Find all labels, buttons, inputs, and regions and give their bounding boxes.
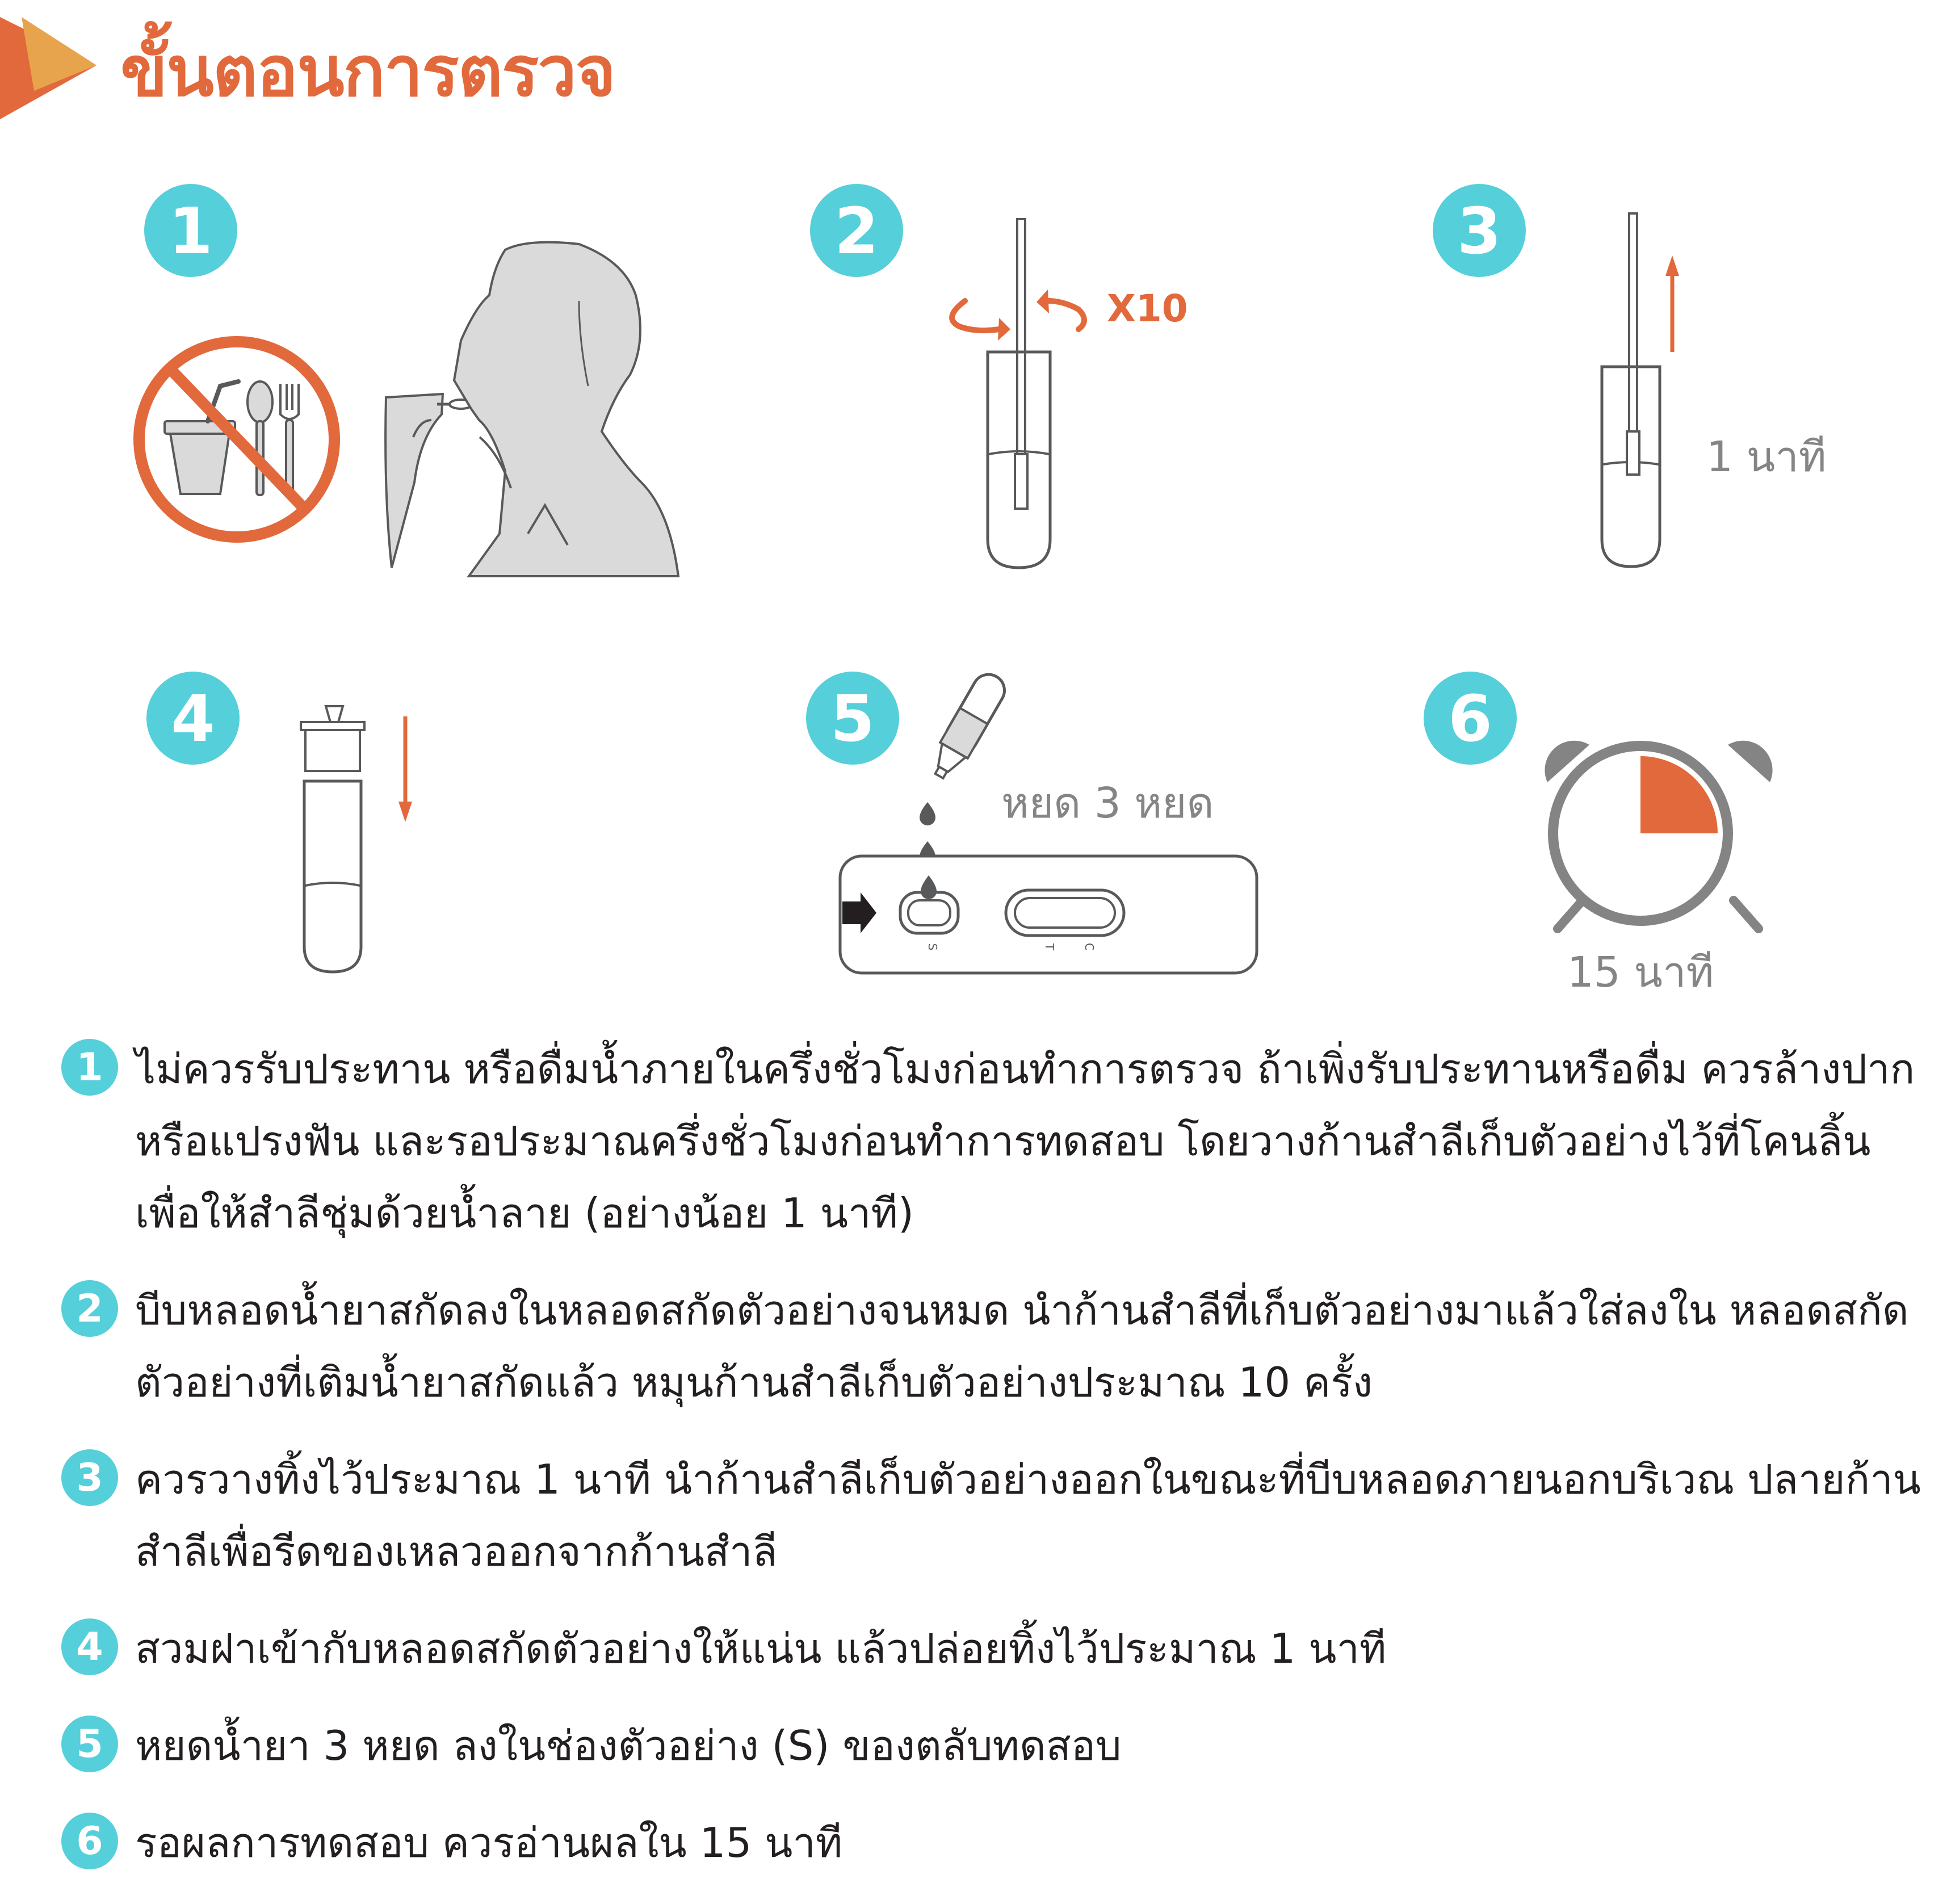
illustration-step-5: 5 หยด 3 หยด S T C — [806, 672, 1258, 975]
svg-text:5: 5 — [830, 682, 875, 756]
instruction-item-5: 5 หยดน้ำยา 3 หยด ลงในช่องตัวอย่าง (S) ขอ… — [61, 1710, 1946, 1782]
svg-text:3: 3 — [1457, 195, 1501, 269]
illustration-step-6: 6 15 นาที — [1424, 672, 1773, 997]
instruction-text: หยดน้ำยา 3 หยด ลงในช่องตัวอย่าง (S) ของต… — [135, 1722, 1122, 1769]
instruction-text: ควรวางทิ้งไว้ประมาณ 1 นาที นำก้านสำลีเก็… — [135, 1456, 1921, 1575]
instruction-number: 2 — [61, 1280, 118, 1337]
instruction-item-6: 6 รอผลการทดสอบ ควรอ่านผลใน 15 นาที — [61, 1807, 1946, 1879]
illustration-step-4: 4 — [146, 672, 412, 974]
instruction-item-3: 3 ควรวางทิ้งไว้ประมาณ 1 นาที นำก้านสำลีเ… — [61, 1444, 1946, 1588]
illustration-step-1: 1 — [133, 184, 680, 577]
instruction-number: 3 — [61, 1449, 118, 1506]
svg-text:2: 2 — [834, 195, 879, 269]
instruction-number: 1 — [61, 1039, 118, 1096]
alarm-clock-icon — [1545, 740, 1773, 933]
illustration-step-3: 3 1 นาที — [1433, 184, 1827, 568]
instruction-text: รอผลการทดสอบ ควรอ่านผลใน 15 นาที — [135, 1819, 843, 1867]
instruction-number: 4 — [61, 1618, 118, 1675]
instruction-item-1: 1 ไม่ควรรับประทาน หรือดื่มน้ำภายในครึ่งช… — [61, 1033, 1946, 1249]
collection-tube-icon — [384, 392, 476, 568]
step-badge-3: 3 — [1433, 184, 1526, 277]
step-badge-2: 2 — [810, 184, 903, 277]
svg-text:1: 1 — [169, 195, 213, 269]
instruction-number: 5 — [61, 1716, 118, 1772]
illustrations-panel: 1 — [133, 184, 1827, 997]
sample-well-label: S — [926, 943, 939, 951]
control-line-label: C — [1082, 943, 1096, 951]
step-badge-1: 1 — [144, 184, 237, 277]
rotate-arrow-icon — [949, 290, 1087, 341]
rotation-count-label: X10 — [1107, 287, 1188, 330]
tube-cap-icon — [300, 705, 366, 974]
test-cassette-icon: S T C — [838, 854, 1258, 975]
svg-text:4: 4 — [171, 682, 215, 756]
page-header: ขั้นตอนการตรวจ — [0, 0, 795, 136]
drop-count-caption: หยด 3 หยด — [1001, 779, 1214, 828]
dropper-icon — [933, 673, 1006, 780]
step-badge-5: 5 — [806, 672, 899, 765]
tube-with-swab-icon — [1600, 212, 1661, 568]
step-badge-4: 4 — [146, 672, 240, 765]
up-arrow-icon — [1665, 255, 1679, 352]
play-triangle-logo-icon — [0, 17, 96, 119]
instruction-item-4: 4 สวมฝาเข้ากับหลอดสกัดตัวอย่างให้แน่น แล… — [61, 1613, 1946, 1685]
timer-caption: 15 นาที — [1567, 948, 1714, 997]
tube-with-swab-icon — [986, 218, 1052, 569]
instruction-text: ไม่ควรรับประทาน หรือดื่มน้ำภายในครึ่งชั่… — [135, 1045, 1915, 1237]
illustration-step-2: 2 X10 — [810, 184, 1188, 569]
step-badge-6: 6 — [1424, 672, 1517, 765]
page-title: ขั้นตอนการตรวจ — [120, 31, 616, 112]
down-arrow-icon — [398, 716, 412, 822]
instruction-item-2: 2 บีบหลอดน้ำยาสกัดลงในหลอดสกัดตัวอย่างจน… — [61, 1274, 1946, 1419]
instruction-text: สวมฝาเข้ากับหลอดสกัดตัวอย่างให้แน่น แล้ว… — [135, 1625, 1387, 1672]
wait-time-caption: 1 นาที — [1706, 433, 1827, 481]
test-line-label: T — [1043, 943, 1056, 951]
instruction-text: บีบหลอดน้ำยาสกัดลงในหลอดสกัดตัวอย่างจนหม… — [135, 1286, 1909, 1406]
instruction-list: 1 ไม่ควรรับประทาน หรือดื่มน้ำภายในครึ่งช… — [61, 1033, 1946, 1904]
man-with-swab-icon — [452, 241, 680, 577]
svg-text:6: 6 — [1448, 682, 1492, 756]
no-food-icon — [133, 336, 340, 543]
instruction-number: 6 — [61, 1813, 118, 1869]
